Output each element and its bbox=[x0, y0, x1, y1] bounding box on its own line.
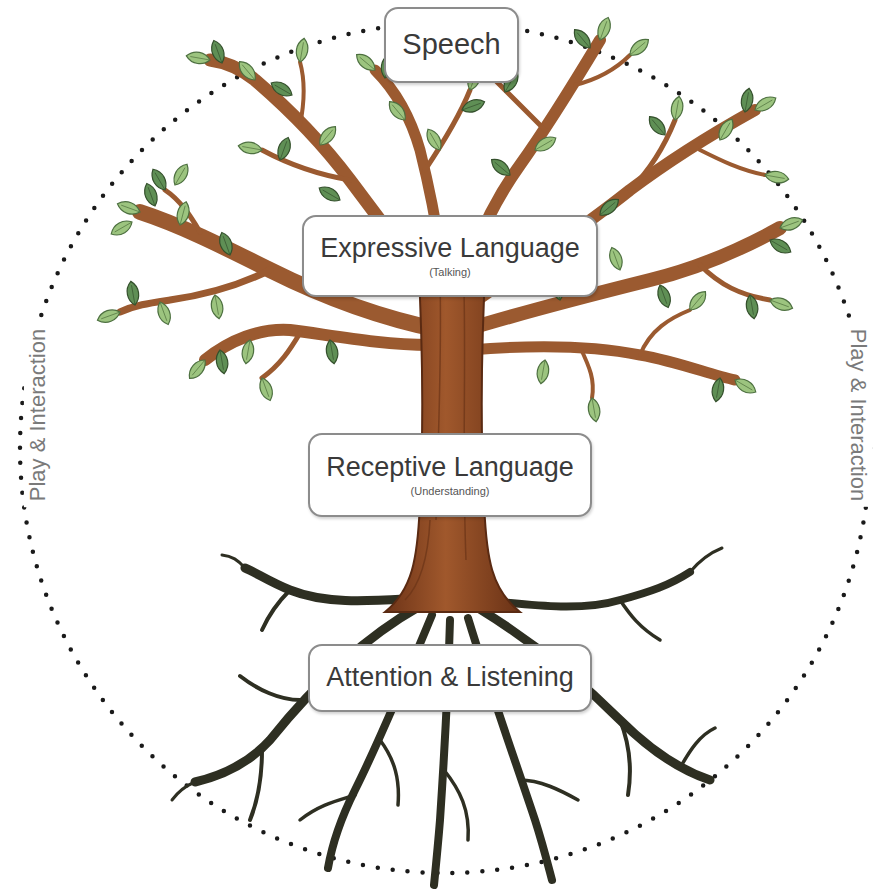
box-heading: Receptive Language bbox=[326, 452, 574, 483]
attention-box: Attention & Listening bbox=[308, 644, 592, 712]
box-subtext: (Understanding) bbox=[411, 485, 490, 498]
box-heading: Speech bbox=[402, 28, 500, 61]
speech-box: Speech bbox=[384, 7, 519, 83]
expressive-language-box: Expressive Language (Talking) bbox=[302, 215, 598, 297]
side-label: Play & Interaction bbox=[24, 323, 52, 507]
box-heading: Attention & Listening bbox=[326, 662, 574, 693]
receptive-language-box: Receptive Language (Understanding) bbox=[308, 433, 592, 517]
side-label: Play & Interaction bbox=[844, 323, 872, 507]
box-subtext: (Talking) bbox=[429, 266, 471, 279]
box-heading: Expressive Language bbox=[320, 233, 580, 264]
